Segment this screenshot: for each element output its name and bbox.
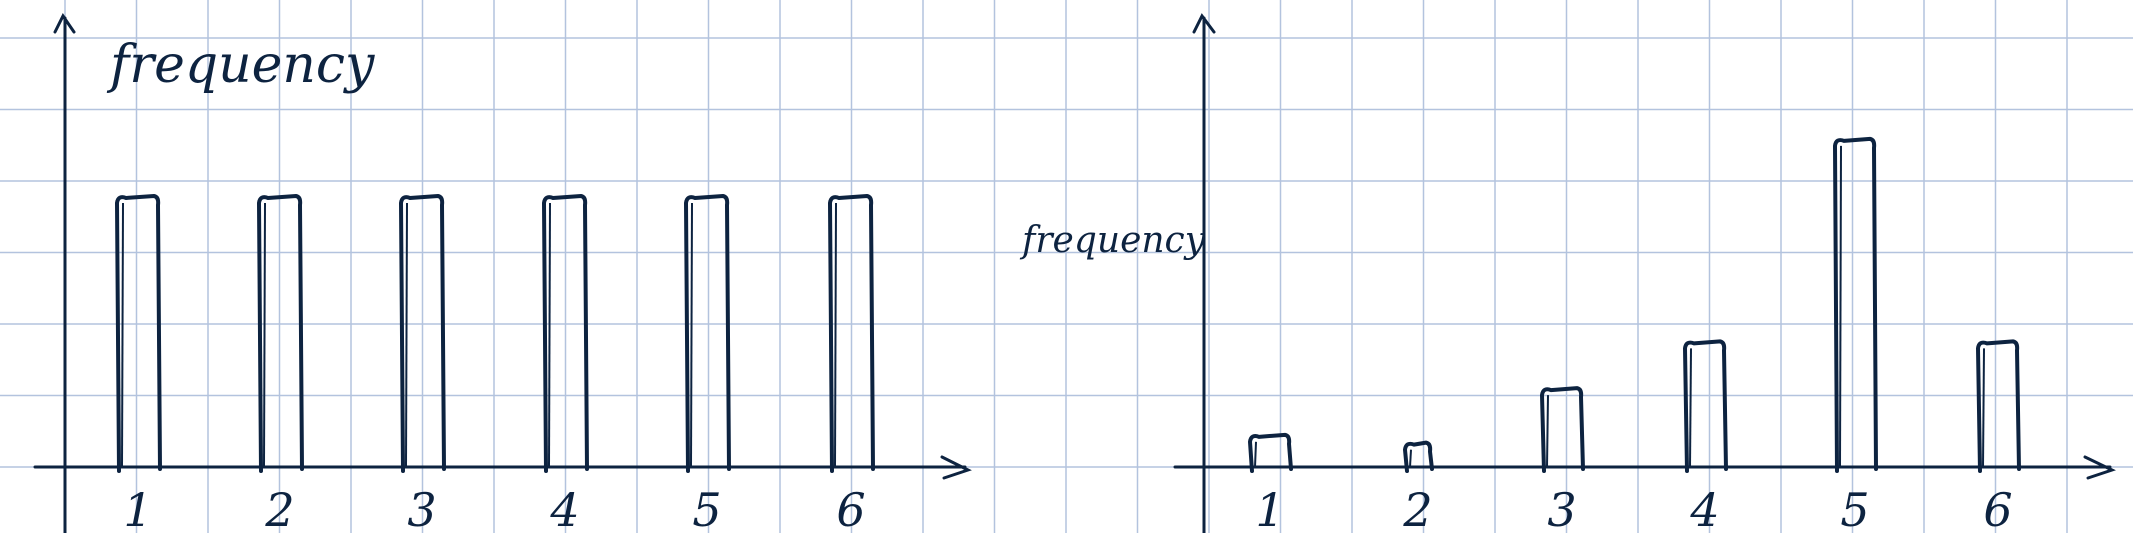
- bar-6: [1976, 339, 2021, 473]
- x-tick-label-5: 5: [692, 483, 721, 533]
- x-tick-label-6: 6: [1983, 483, 2012, 533]
- bar-1: [115, 194, 162, 473]
- x-axis: [33, 455, 972, 480]
- x-tick-label-2: 2: [264, 483, 294, 533]
- bar-3: [399, 194, 446, 473]
- bar-stroke-6: [834, 202, 837, 468]
- bar-1: [1248, 432, 1293, 473]
- bar-4: [542, 194, 589, 473]
- bars: [1248, 136, 2021, 473]
- x-tick-label-2: 2: [1402, 483, 1432, 533]
- bar-stroke-3: [405, 202, 408, 468]
- bars: [115, 194, 875, 473]
- bar-stroke-4: [548, 202, 551, 468]
- bar-5: [1833, 136, 1878, 473]
- x-tick-label-5: 5: [1840, 483, 1869, 533]
- bar-stroke-4: [1689, 348, 1692, 468]
- bar-stroke-1: [1254, 441, 1257, 468]
- bar-stroke-6: [1982, 348, 1985, 468]
- bar-5: [684, 194, 731, 473]
- x-tick-label-4: 4: [1689, 483, 1719, 533]
- x-axis: [1173, 455, 2116, 480]
- x-tick-label-3: 3: [1547, 483, 1576, 533]
- x-tick-label-4: 4: [549, 483, 579, 533]
- bar-stroke-5: [1839, 145, 1842, 468]
- x-tick-label-1: 1: [123, 483, 152, 533]
- bar-stroke-1: [121, 202, 124, 468]
- bar-stroke-2: [1409, 449, 1412, 468]
- bar-stroke-3: [1546, 395, 1549, 468]
- bar-4: [1683, 339, 1728, 473]
- biased-frequency-chart: frequency 1 2 3 4 5 6: [1019, 13, 2116, 533]
- bar-stroke-5: [690, 202, 693, 468]
- x-tick-labels: 1 2 3 4 5 6: [1255, 483, 2012, 533]
- x-tick-label-1: 1: [1255, 483, 1284, 533]
- bar-2: [1403, 440, 1434, 473]
- y-axis: [53, 13, 76, 533]
- bar-stroke-2: [263, 202, 266, 468]
- x-tick-labels: 1 2 3 4 5 6: [123, 483, 865, 533]
- bar-2: [257, 194, 304, 473]
- y-axis-label: frequency: [106, 35, 375, 95]
- uniform-frequency-chart: frequency 1 2 3 4 5 6: [33, 13, 972, 533]
- x-tick-label-6: 6: [836, 483, 865, 533]
- x-tick-label-3: 3: [407, 483, 436, 533]
- bar-6: [828, 194, 875, 473]
- y-axis: [1192, 13, 1216, 533]
- bar-3: [1540, 386, 1585, 473]
- y-axis-label: frequency: [1019, 220, 1206, 261]
